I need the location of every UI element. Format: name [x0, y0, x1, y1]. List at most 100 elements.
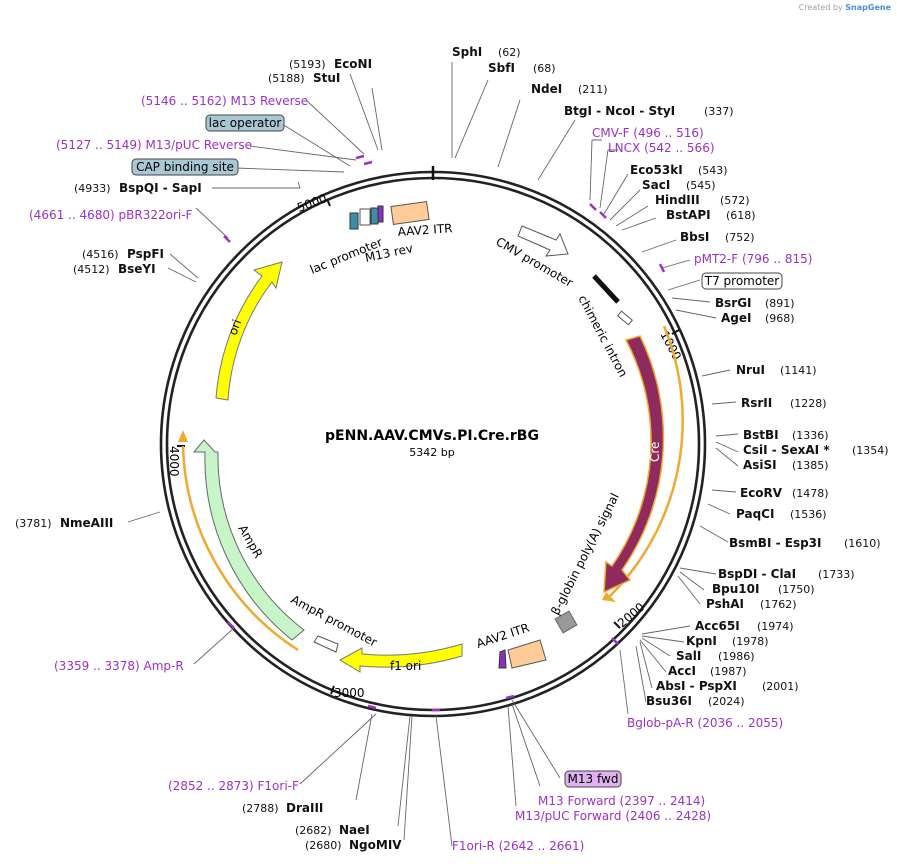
- snapgene-brand: SnapGene: [845, 3, 891, 12]
- aav2-itr-left-box: [390, 201, 430, 225]
- chimeric-intron-bar: [592, 274, 620, 304]
- ampr-primer-line: [181, 445, 299, 652]
- site-bsu36i: Bsu36I: [646, 694, 692, 708]
- primer-pbr322ori-f: (4661 .. 4680) pBR322ori-F: [29, 208, 193, 222]
- t7-promoter-mark: [617, 310, 633, 326]
- site-rsrii-pos: (1228): [790, 397, 827, 410]
- site-bpu10i-pos: (1750): [778, 583, 815, 596]
- site-agei: AgeI: [721, 311, 751, 325]
- site-csii: CsiI - SexAI *: [743, 443, 830, 457]
- primer-marks: [223, 154, 666, 712]
- cre-primer-arrowhead: [602, 592, 616, 602]
- site-bspdi: BspDI - ClaI: [718, 567, 796, 581]
- site-pspfi-pos: (4516): [82, 248, 119, 261]
- site-kpni: KpnI: [686, 634, 717, 648]
- site-acc65i: Acc65I: [695, 619, 740, 633]
- tick-4000: 4000: [167, 446, 181, 477]
- aav2-itr-left-label: AAV2 ITR: [397, 221, 453, 239]
- site-sali: SalI: [676, 649, 701, 663]
- ampr-promoter-label: AmpR promoter: [289, 592, 380, 649]
- svg-text:lac operator: lac operator: [209, 116, 282, 130]
- cre-arrow: [603, 335, 665, 594]
- site-saci-pos: (545): [686, 179, 716, 192]
- site-hindiii: HindIII: [655, 193, 700, 207]
- primer-m13-puc-reverse: (5127 .. 5149) M13/pUC Reverse: [56, 138, 252, 152]
- site-draiii: DraIII: [286, 801, 323, 815]
- lac-promoter-box: [359, 208, 371, 226]
- site-pspfi: PspFI: [127, 247, 164, 261]
- f1-ori-label: f1 ori: [390, 659, 421, 673]
- site-econi: EcoNI: [334, 57, 372, 71]
- primer-amp-r: (3359 .. 3378) Amp-R: [54, 659, 184, 673]
- f1-ori-arrow: [338, 643, 463, 673]
- lac-operator-label-box: lac operator: [205, 114, 285, 132]
- site-nrui: NruI: [736, 363, 765, 377]
- site-bsmbi-pos: (1610): [844, 537, 881, 550]
- site-sbfi-pos: (68): [533, 62, 556, 75]
- aav2-itr-right-box: [507, 639, 547, 669]
- restriction-sites: SphI (62) SbfI (68) NdeI (211) BtgI - Nc…: [15, 45, 889, 852]
- site-bstbi: BstBI: [743, 428, 779, 442]
- site-ecorv: EcoRV: [740, 486, 783, 500]
- site-saci: SacI: [642, 178, 670, 192]
- site-bspqi-pos: (4933): [74, 182, 111, 195]
- plasmid-name: pENN.AAV.CMVs.PI.Cre.rBG: [325, 428, 539, 444]
- site-eco53ki: Eco53kI: [630, 163, 683, 177]
- site-sphi-pos: (62): [498, 46, 521, 59]
- cre-primer-line: [609, 325, 684, 597]
- m13-rev-mark: [377, 205, 384, 223]
- site-ndei: NdeI: [531, 82, 562, 96]
- site-agei-pos: (968): [765, 312, 795, 325]
- site-pshai-pos: (1762): [760, 598, 797, 611]
- site-btgi-pos: (337): [704, 105, 734, 118]
- site-econi-pos: (5193): [289, 58, 326, 71]
- m13-fwd-label-box: M13 fwd: [564, 770, 622, 788]
- lac-operator-box: [349, 212, 359, 230]
- site-hindiii-pos: (572): [720, 194, 750, 207]
- site-csii-pos: (1354): [852, 444, 889, 457]
- site-bspdi-pos: (1733): [818, 568, 855, 581]
- site-sali-pos: (1986): [718, 650, 755, 663]
- ori-arrow: [215, 261, 283, 401]
- svg-text:M13 fwd: M13 fwd: [568, 772, 619, 786]
- primer-labels: CMV-F (496 .. 516) LNCX (542 .. 566) pMT…: [29, 94, 812, 853]
- tick-3000: 3000: [334, 686, 365, 700]
- site-acci: AccI: [668, 664, 696, 678]
- site-asisi-pos: (1385): [792, 459, 829, 472]
- site-bsu36i-pos: (2024): [708, 695, 745, 708]
- site-naei: NaeI: [339, 823, 370, 837]
- site-ecorv-pos: (1478): [792, 487, 829, 500]
- site-bseyi: BseYI: [118, 262, 156, 276]
- cre-label: Cre: [648, 442, 662, 462]
- site-bpu10i: Bpu10I: [712, 582, 759, 596]
- cmv-promoter-arrow: [517, 225, 569, 257]
- site-bspqi: BspQI - SapI: [119, 181, 202, 195]
- primer-m13-puc-forward: M13/pUC Forward (2406 .. 2428): [515, 809, 711, 823]
- primer-f1ori-f: (2852 .. 2873) F1ori-F: [168, 779, 299, 793]
- site-naei-pos: (2682): [295, 824, 332, 837]
- tick-2000: 2000: [615, 600, 647, 630]
- site-nmeaiii: NmeAIII: [60, 516, 113, 530]
- ampr-primer-arrowhead: [178, 430, 188, 442]
- backbone-inner: [165, 176, 701, 712]
- primer-f1ori-r: F1ori-R (2642 .. 2661): [452, 839, 584, 853]
- site-draiii-pos: (2788): [242, 802, 279, 815]
- site-nrui-pos: (1141): [780, 364, 817, 377]
- chimeric-intron-label: chimeric intron: [575, 293, 630, 380]
- primer-pmt2-f: pMT2-F (796 .. 815): [694, 252, 812, 266]
- site-ngomiv-pos: (2680): [305, 839, 342, 852]
- ori-label: ori: [226, 318, 244, 337]
- site-pshai: PshAI: [706, 597, 744, 611]
- site-stui: StuI: [313, 71, 340, 85]
- site-eco53ki-pos: (543): [698, 164, 728, 177]
- primer-cmv-f: CMV-F (496 .. 516): [592, 126, 704, 140]
- site-bsrgi: BsrGI: [715, 296, 752, 310]
- site-acc65i-pos: (1974): [757, 620, 794, 633]
- connector-lines: [127, 62, 739, 847]
- site-absi-pos: (2001): [762, 680, 799, 693]
- site-bbsi: BbsI: [680, 230, 709, 244]
- site-bstbi-pos: (1336): [792, 429, 829, 442]
- site-paqci: PaqCI: [736, 507, 774, 521]
- site-paqci-pos: (1536): [790, 508, 827, 521]
- site-ngomiv: NgoMIV: [349, 838, 402, 852]
